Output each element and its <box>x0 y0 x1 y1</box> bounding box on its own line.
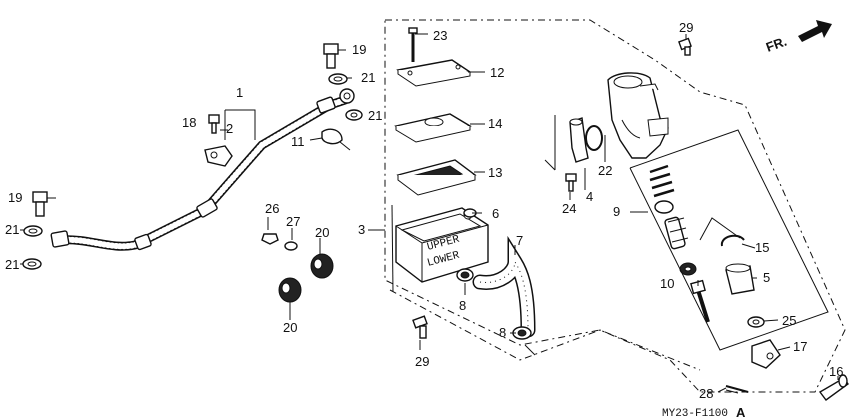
label-7: 7 <box>516 233 523 248</box>
label-4: 4 <box>586 189 593 204</box>
grommet-upper <box>310 253 334 279</box>
cotter-pin <box>725 385 749 394</box>
exploded-boundary <box>384 19 846 393</box>
bolt-upper <box>678 37 692 56</box>
label-20-upper: 20 <box>315 225 329 240</box>
circlip <box>720 234 745 247</box>
hose-clip <box>321 128 351 151</box>
sealing-washer-lower-1-hole <box>28 228 38 234</box>
label-17: 17 <box>793 339 807 354</box>
joint-pin <box>818 374 849 401</box>
label-20-lower: 20 <box>283 320 297 335</box>
label-9: 9 <box>613 204 620 219</box>
front-direction-arrow <box>798 20 832 42</box>
assembly-boundary <box>389 289 701 371</box>
push-rod-joint <box>751 339 781 369</box>
drawing-code-suffix: A <box>736 405 746 420</box>
label-21-b: 21 <box>368 108 382 123</box>
washer-27 <box>284 241 298 251</box>
label-23: 23 <box>433 28 447 43</box>
diaphragm <box>396 159 477 196</box>
front-direction-label: FR. <box>764 34 789 55</box>
label-18: 18 <box>182 115 196 130</box>
label-19-lower: 19 <box>8 190 22 205</box>
label-3: 3 <box>358 222 365 237</box>
sealing-washer-upper-2-hole <box>350 112 358 118</box>
label-13: 13 <box>488 165 502 180</box>
drawing-code: MY23-F1100 <box>662 408 728 420</box>
label-27: 27 <box>286 214 300 229</box>
piston-set <box>649 164 697 276</box>
reservoir: UPPER LOWER <box>395 207 489 283</box>
label-8-upper: 8 <box>459 298 466 313</box>
leader-lines <box>20 33 839 393</box>
label-25: 25 <box>782 313 796 328</box>
dust-boot <box>725 263 755 295</box>
label-16: 16 <box>829 364 843 379</box>
cap-screw <box>408 27 418 62</box>
label-29-lower: 29 <box>415 354 429 369</box>
bolt-lower <box>412 315 428 339</box>
clamp-bolt <box>208 114 220 134</box>
hose-clamp <box>204 145 233 167</box>
label-8-lower: 8 <box>499 325 506 340</box>
hose-clip-upper <box>456 268 474 282</box>
label-11: 11 <box>291 134 305 149</box>
o-ring <box>585 125 603 151</box>
label-22: 22 <box>598 163 612 178</box>
label-28: 28 <box>699 386 713 401</box>
master-cylinder <box>607 72 669 159</box>
label-14: 14 <box>488 116 502 131</box>
sealing-washer-upper-1-hole <box>333 76 343 82</box>
label-1: 1 <box>236 85 243 100</box>
label-21-c: 21 <box>5 222 19 237</box>
label-2: 2 <box>226 121 233 136</box>
label-26: 26 <box>265 201 279 216</box>
part-labels: 1 2 3 4 5 6 7 8 8 9 10 11 12 13 14 15 16… <box>5 20 843 401</box>
reservoir-cap <box>396 59 472 87</box>
oil-bolt-lower <box>32 191 48 217</box>
label-5: 5 <box>763 270 770 285</box>
label-12: 12 <box>490 65 504 80</box>
screw-24 <box>565 173 577 192</box>
diaphragm-plate <box>394 113 472 143</box>
label-19-upper: 19 <box>352 42 366 57</box>
label-21-d: 21 <box>5 257 19 272</box>
label-10: 10 <box>660 276 674 291</box>
label-24: 24 <box>562 201 576 216</box>
label-15: 15 <box>755 240 769 255</box>
label-6: 6 <box>492 206 499 221</box>
grommet-lower <box>278 277 302 303</box>
nut-26 <box>261 233 279 245</box>
label-29-upper: 29 <box>679 20 693 35</box>
brake-hose <box>50 88 355 251</box>
sealing-washer-lower-2-hole <box>27 261 37 267</box>
oil-bolt-upper <box>323 43 339 69</box>
push-rod <box>690 279 710 323</box>
label-21-a: 21 <box>361 70 375 85</box>
reservoir-hose <box>472 235 536 338</box>
hose-joint <box>569 117 589 163</box>
joint-nut-hole <box>752 319 760 325</box>
